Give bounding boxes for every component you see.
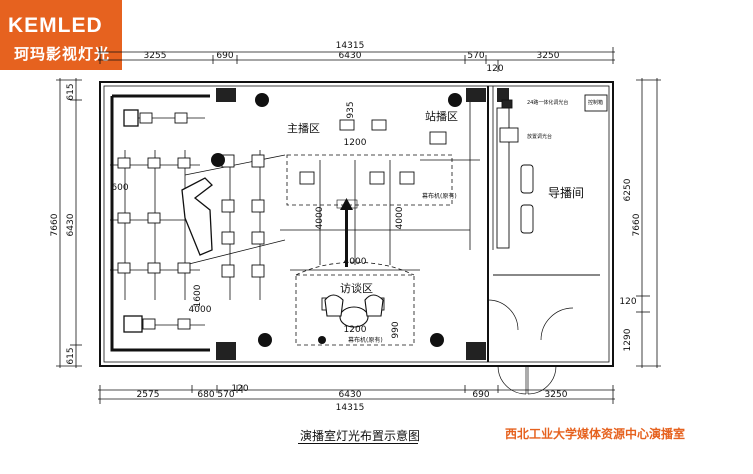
dim-left-bottom: 615 bbox=[66, 347, 76, 364]
zone-main-label: 主播区 bbox=[287, 121, 320, 135]
dim-bottom-2: 680 bbox=[197, 390, 214, 400]
zone-station-label: 站播区 bbox=[425, 109, 458, 123]
plan-title-underline bbox=[298, 443, 418, 444]
curtain-label-lower: 幕布机(原有) bbox=[348, 336, 383, 344]
dim-left-top: 615 bbox=[66, 83, 76, 100]
dim-bottom-3: 570 bbox=[217, 390, 234, 400]
dim-4000-c: 4000 bbox=[395, 206, 405, 229]
dim-total-top: 14315 bbox=[336, 41, 365, 51]
dim-top-3: 6430 bbox=[339, 51, 362, 61]
dim-4000-a: 4000 bbox=[189, 305, 212, 315]
director-label-2: 放置调光台 bbox=[527, 133, 552, 140]
zone-director-label: 导播间 bbox=[548, 186, 584, 200]
dim-top-4: 570 bbox=[467, 51, 484, 61]
dim-935: 935 bbox=[346, 101, 356, 118]
dim-top-2: 690 bbox=[216, 51, 233, 61]
logo-brand-text: KEMLED bbox=[8, 14, 103, 37]
dim-1200-b: 1200 bbox=[344, 325, 367, 335]
brand-logo: KEMLED 珂玛影视灯光 bbox=[0, 0, 122, 70]
dim-top-extra: 120 bbox=[486, 64, 503, 74]
dim-1200-a: 1200 bbox=[344, 138, 367, 148]
director-label-1: 24路一体化调光台 bbox=[527, 99, 568, 106]
dim-right-outer: 7660 bbox=[632, 213, 642, 236]
logo-chinese-text: 珂玛影视灯光 bbox=[14, 45, 111, 63]
dim-1600: 1600 bbox=[193, 284, 203, 307]
dim-bottom-5: 6430 bbox=[339, 390, 362, 400]
zone-interview-label: 访谈区 bbox=[340, 282, 373, 295]
dim-bottom-1: 2575 bbox=[137, 390, 160, 400]
dim-bottom-6: 690 bbox=[472, 390, 489, 400]
dim-total-bottom: 14315 bbox=[336, 403, 365, 413]
dim-bottom-7: 3250 bbox=[545, 390, 568, 400]
dim-left-outer: 7660 bbox=[50, 213, 60, 236]
plan-title: 演播室灯光布置示意图 bbox=[300, 429, 421, 443]
dim-top-1: 3255 bbox=[144, 51, 167, 61]
dim-4000-d: 4000 bbox=[344, 257, 367, 267]
director-label-3: 控制箱 bbox=[588, 99, 603, 106]
dim-bottom-4: 120 bbox=[231, 384, 248, 394]
curtain-label-upper: 幕布机(原有) bbox=[422, 192, 457, 200]
school-caption: 西北工业大学媒体资源中心演播室 bbox=[505, 427, 686, 441]
dim-4000-b: 4000 bbox=[315, 206, 325, 229]
dim-left-inner: 6430 bbox=[66, 213, 76, 236]
dim-990: 990 bbox=[391, 321, 401, 338]
dim-right-bottom: 1290 bbox=[623, 328, 633, 351]
dim-top-5: 3250 bbox=[537, 51, 560, 61]
dim-600: 600 bbox=[111, 183, 128, 193]
dim-right-mid: 120 bbox=[619, 297, 636, 307]
dim-right-top: 6250 bbox=[623, 178, 633, 201]
